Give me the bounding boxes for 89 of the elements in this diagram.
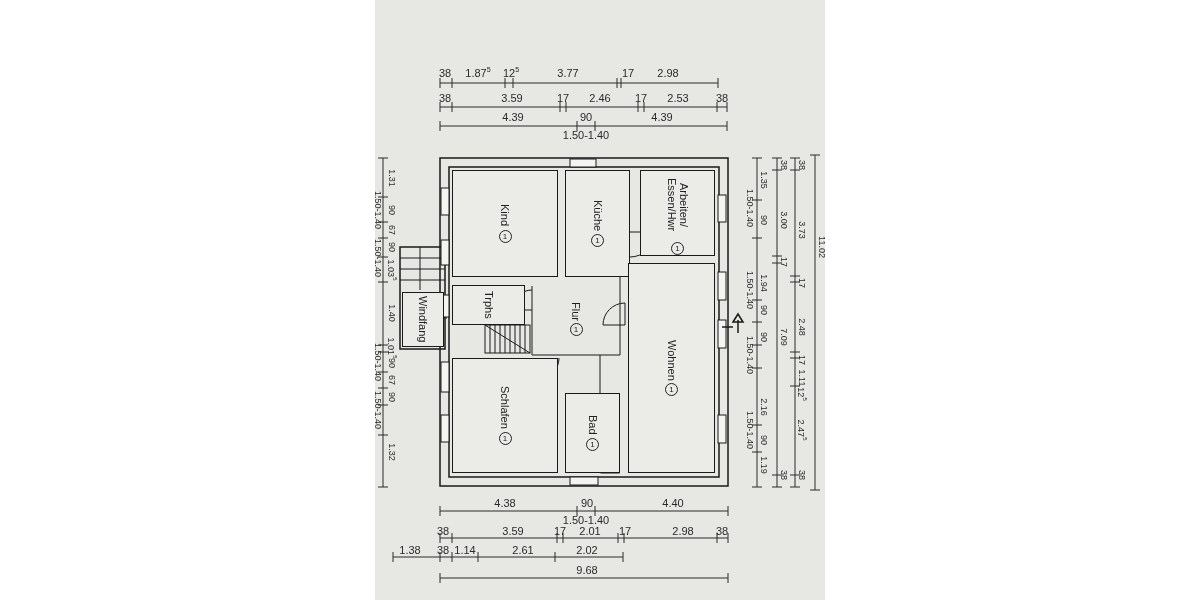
dimension-label: 90 [758,215,768,225]
room [452,285,525,325]
dimension-label: 17 [556,92,570,104]
dimension-label: 1.87$^{5}$ [465,67,491,79]
dimension-label: 38 [778,160,788,170]
dimension-label: 1.50-1.40 [372,239,382,277]
dimension-label: 2.48 [796,318,806,336]
dimension-label: 90 [386,392,396,402]
dimension-label: 38 [436,525,450,537]
dimension-label: 1.50-1.40 [372,191,382,229]
dimension-label: 1.50-1.40 [562,514,610,526]
dimension-label: 3.73 [796,221,806,239]
dimension-label: 90 [386,358,396,368]
room-label: Wohnen [665,339,678,381]
dimension-label: 67 [386,375,396,385]
room-label: Kind [498,204,512,227]
dimension-label: 4.39 [651,111,673,123]
dimension-label: 2.98 [672,525,694,537]
dimension-label: 38 [438,92,452,104]
dimension-label: 1.94 [758,274,768,292]
dimension-label: 2.02 [576,544,598,556]
dimension-label: 90 [579,111,593,123]
dimension-label: 17 [796,278,806,288]
dimension-label: 90 [386,205,396,215]
dimension-label: 4.39 [502,111,524,123]
dimension-label: 17 [634,92,648,104]
dimension-label: 1.50-1.40 [744,189,754,227]
dimension-label: 1.50-1.40 [744,336,754,374]
dimension-label: 2.16 [758,398,768,416]
dimension-label: 1.50-1.40 [372,391,382,429]
dimension-label: 90 [580,497,594,509]
dimension-label: 12$^{5}$ [502,67,520,79]
dimension-label: 2.53 [667,92,689,104]
dimension-label: 2.46 [589,92,611,104]
room [565,393,620,473]
dimension-label: 38 [715,92,729,104]
room [402,292,444,347]
dimension-label: 67 [386,225,396,235]
room-label: Windfang [416,296,430,343]
room [628,263,715,473]
dimension-label: 38 [796,160,806,170]
room-label: Küche [591,199,604,232]
dimension-label: 90 [758,305,768,315]
room-label: Flur [569,301,583,321]
dimension-label: 2.98 [657,67,679,79]
dimension-label: 4.38 [494,497,516,509]
room-label: Bad [586,415,599,435]
dimension-label: 17 [796,355,806,365]
dimension-label: 3.00 [778,211,788,229]
room-label: Schlafen [498,386,512,429]
dimension-label: 90 [758,435,768,445]
dimension-label: 1.50-1.40 [372,343,382,381]
dimension-label: 1.31 [386,169,396,187]
room [565,170,630,277]
dimension-label: 1.14 [454,544,476,556]
dimension-label: 2.01 [579,525,601,537]
dimension-label: 11.02 [816,236,826,258]
dimension-label: 2.61 [512,544,534,556]
dimension-label: 38 [796,470,806,480]
dimension-label: 38 [715,525,729,537]
dimension-label: 38 [778,470,788,480]
dimension-label: 1.50-1.40 [562,129,610,141]
dimension-label: 1.19 [758,456,768,474]
dimension-label: 1.35 [758,171,768,189]
dimension-label: 3.59 [501,92,523,104]
dimension-label: 3.77 [557,67,579,79]
room-label: Trphs [482,291,495,319]
dimension-label: 1.50-1.40 [744,271,754,309]
dimension-label: 90 [386,242,396,252]
dimension-label: 17 [778,257,788,267]
dimension-label: 7.09 [778,328,788,346]
dimension-label: 4.40 [662,497,684,509]
dimension-label: 17 [553,525,567,537]
room-label: Arbeiten/ Essen/Hwr [664,177,691,234]
dimension-label: 1.40 [386,304,396,322]
dimension-label: 1.11 [796,369,806,387]
dimension-label: 9.68 [576,564,598,576]
dimension-label: 90 [758,332,768,342]
dimension-label: 1.32 [386,443,396,461]
dimension-label: 38 [436,544,450,556]
dimension-label: 38 [438,67,452,79]
dimension-label: 17 [621,67,635,79]
dimension-label: 3.59 [502,525,524,537]
room [452,358,558,473]
dimension-label: 17 [618,525,632,537]
dimension-label: 1.38 [399,544,421,556]
dimension-label: 1.50-1.40 [744,411,754,449]
room [452,170,558,277]
room [640,170,715,256]
